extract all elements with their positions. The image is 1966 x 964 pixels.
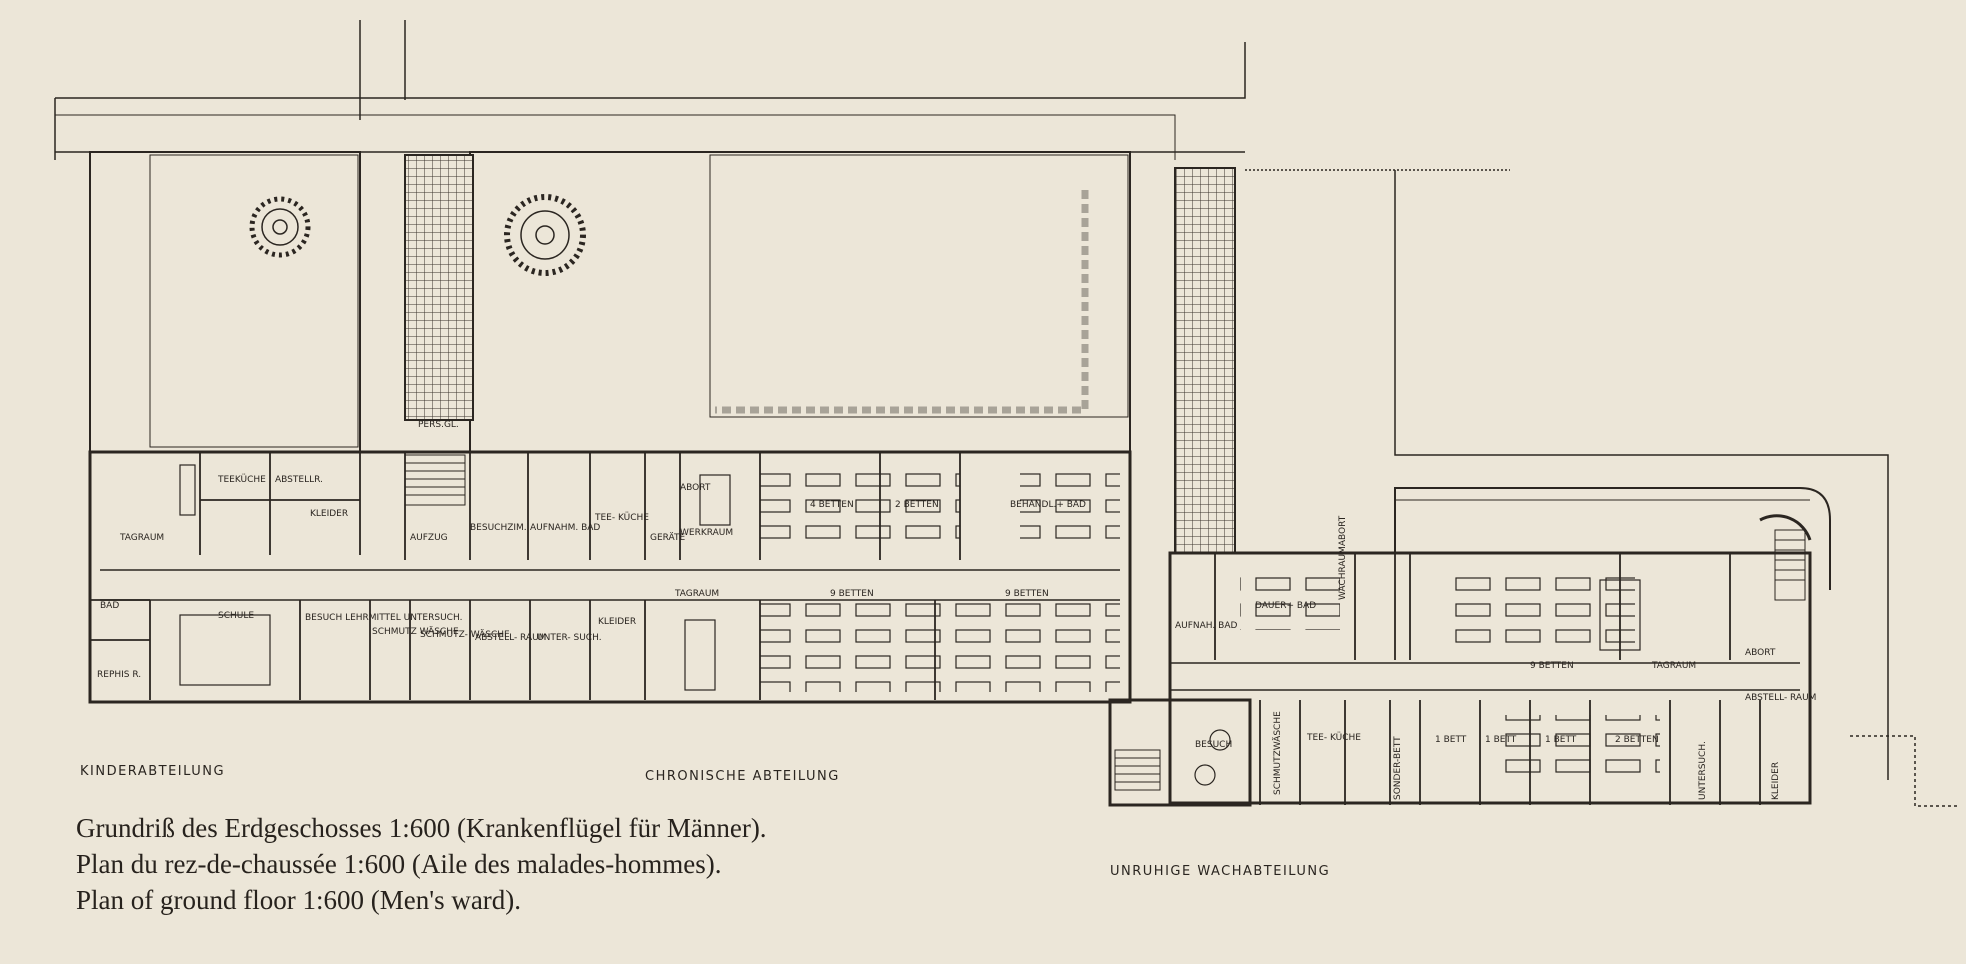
- paved-strip-left: [404, 154, 474, 421]
- room-label: TAGRAUM: [1651, 661, 1696, 671]
- planter-border: [715, 190, 1089, 414]
- room-label: TAGRAUM: [674, 589, 719, 599]
- dept-label-kinder: KINDERABTEILUNG: [80, 764, 225, 779]
- room-label: GERÄTE: [650, 532, 686, 543]
- room-label: 9 BETTEN: [830, 589, 874, 599]
- room-label: WACHRAUMABORT: [1338, 515, 1348, 600]
- caption: Grundriß des Erdgeschosses 1:600 (Kranke…: [76, 810, 767, 918]
- room-label: SCHMUTZ WÄSCHE: [372, 626, 459, 637]
- room-label: SCHULE: [218, 611, 254, 621]
- room-label: 1 BETT: [1545, 735, 1577, 745]
- room-label: AUFNAHM. BAD: [530, 523, 600, 533]
- caption-german: Grundriß des Erdgeschosses 1:600 (Kranke…: [76, 813, 767, 843]
- room-label: BESUCHZIM.: [470, 523, 527, 533]
- dept-label-unruhig: UNRUHIGE WACHABTEILUNG: [1110, 864, 1330, 879]
- caption-english: Plan of ground floor 1:600 (Men's ward).: [76, 885, 522, 915]
- room-label: REPHIS R.: [97, 670, 141, 680]
- dept-label-chronisch: CHRONISCHE ABTEILUNG: [645, 769, 840, 784]
- room-label: SONDER-BETT: [1393, 736, 1403, 800]
- room-label: SCHMUTZ- WÄSCHE: [420, 629, 510, 640]
- room-label: SCHMUTZWÄSCHE: [1272, 711, 1283, 795]
- room-label: BEHANDL.+ BAD: [1010, 500, 1086, 510]
- room-label: ABORT: [680, 483, 711, 493]
- room-label: BESUCH LEHRMITTEL UNTERSUCH.: [305, 613, 462, 623]
- room-label: PERS.GL.: [418, 420, 459, 430]
- room-label: KLEIDER: [1771, 762, 1781, 800]
- room-label: 1 BETT: [1485, 735, 1517, 745]
- room-label: BESUCH: [1195, 740, 1232, 750]
- caption-french: Plan du rez-de-chaussée 1:600 (Aile des …: [76, 849, 722, 879]
- room-label: UNTERSUCH.: [1698, 741, 1708, 800]
- room-label: ABSTELL- RAUM: [1745, 693, 1816, 703]
- room-label: ABSTELLR.: [275, 475, 323, 485]
- stairs: [404, 454, 1806, 791]
- room-label: 9 BETTEN: [1005, 589, 1049, 599]
- fountain-left: [249, 196, 311, 258]
- beds: [760, 465, 1660, 785]
- room-label: ABORT: [1745, 648, 1776, 658]
- room-label: 2 BETTEN: [1615, 735, 1659, 745]
- room-label: 1 BETT: [1435, 735, 1467, 745]
- room-label: AUFZUG: [410, 533, 448, 543]
- room-label: UNTER- SUCH.: [537, 633, 602, 643]
- room-label: KLEIDER: [598, 617, 636, 627]
- room-label: TEE- KÜCHE: [594, 512, 649, 523]
- room-label: TEE- KÜCHE: [1306, 732, 1361, 743]
- room-label: 4 BETTEN: [810, 500, 854, 510]
- room-label: BAD: [100, 601, 119, 611]
- room-label: AUFNAH. BAD: [1175, 621, 1237, 631]
- fountain-right: [504, 194, 586, 276]
- room-label: ABSTELL- RAUM: [475, 633, 546, 643]
- furniture: [179, 464, 1641, 786]
- room-label: DAUER+ BAD: [1255, 601, 1316, 611]
- room-label: KLEIDER: [310, 509, 348, 519]
- paved-strip-right: [1174, 167, 1236, 554]
- room-label: 2 BETTEN: [895, 500, 939, 510]
- room-label: WERKRAUM: [680, 528, 733, 538]
- room-label: TEEKÜCHE: [217, 474, 266, 485]
- room-label: TAGRAUM: [119, 533, 164, 543]
- room-label: 9 BETTEN: [1530, 661, 1574, 671]
